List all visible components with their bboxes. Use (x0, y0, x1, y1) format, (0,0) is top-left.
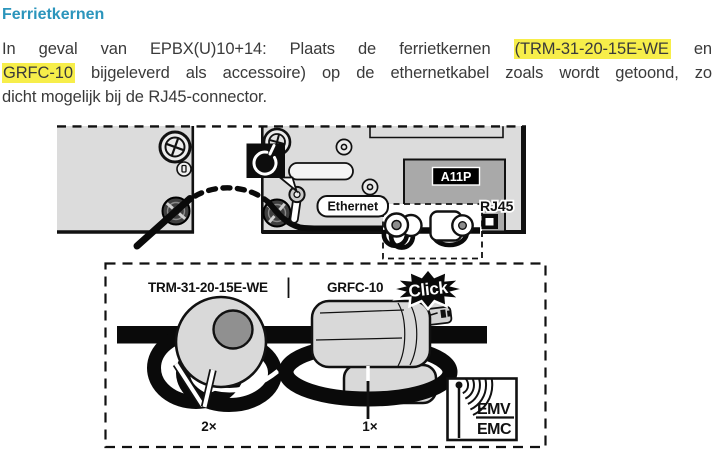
highlight-grfc: GRFC-10 (2, 63, 75, 83)
ethernet-label-text: Ethernet (327, 200, 379, 214)
callout-stroke-left (174, 362, 205, 408)
ferrite-preview-box (381, 203, 483, 260)
ethernet-label: Ethernet (316, 195, 389, 218)
end-curve-2 (409, 303, 418, 366)
burst-shape (390, 267, 466, 311)
rj45-label: RJ45 (480, 198, 514, 214)
ethernet-cable-dashed (181, 185, 270, 208)
snap-fastener-1 (335, 138, 353, 156)
module-label-text: A11P (441, 170, 472, 184)
click-burst: Click (390, 267, 466, 311)
document-page: Ferrietkernen In geval van EPBX(U)10+14:… (0, 6, 715, 452)
line1-text: In geval van EPBX(U)10+14: Plaats de fer… (2, 40, 514, 58)
installation-diagram: A11P Ethernet (0, 118, 715, 452)
clamp-turns-label: 1× (362, 419, 378, 434)
paragraph-line-3: dicht mogelijk bij de RJ45-connector. (2, 88, 268, 106)
cable-tail (133, 195, 194, 250)
mini-loop-2 (388, 231, 416, 250)
screw-large-left (158, 130, 192, 164)
clamp-body (310, 299, 432, 369)
toroid-label: TRM-31-20-15E-WE (148, 280, 268, 295)
seam-mid (315, 337, 403, 341)
callout-stroke-right (202, 369, 215, 408)
body-paragraph: In geval van EPBX(U)10+14: Plaats de fer… (2, 37, 712, 109)
click-label: Click (408, 278, 450, 301)
emc-text-line1: EMV (477, 401, 511, 418)
toroid-turns-label: 2× (201, 419, 217, 434)
highlight-trm: (TRM-31-20-15E-WE (513, 39, 671, 59)
ground-screw (288, 185, 306, 204)
page-title: Ferrietkernen (2, 6, 105, 23)
toroid-hole (212, 309, 254, 350)
clamp-label: GRFC-10 (327, 280, 383, 295)
seam-top (319, 309, 405, 314)
line1-tail: en (670, 40, 712, 58)
end-curve-1 (397, 302, 406, 367)
tighten-screw-icon (246, 143, 285, 178)
paragraph-line-1: In geval van EPBX(U)10+14: Plaats de fer… (2, 37, 712, 61)
ferrite-detail-box: TRM-31-20-15E-WE GRFC-10 2× (104, 262, 547, 449)
emc-antenna-icon (455, 379, 494, 438)
small-indicator (176, 161, 192, 177)
paragraph-line-2: GRFC-10 bijgeleverd als accessoire) op d… (2, 61, 712, 85)
module-label: A11P (431, 166, 481, 186)
emc-text-line2: EMC (477, 421, 512, 438)
toroid-core-assembly (147, 295, 282, 412)
snap-fastener-2 (361, 178, 379, 196)
diagram-svg: A11P Ethernet (57, 125, 547, 449)
emc-logo: EMV EMC (446, 377, 518, 442)
rj45-connector-icon (481, 214, 498, 229)
clamp-core-assembly (278, 298, 458, 419)
top-recess (369, 126, 504, 139)
pointer-wedge (277, 176, 299, 194)
handle-slot (288, 162, 354, 181)
line2-tail: bijgeleverd als accessoire) op de ethern… (74, 64, 712, 82)
